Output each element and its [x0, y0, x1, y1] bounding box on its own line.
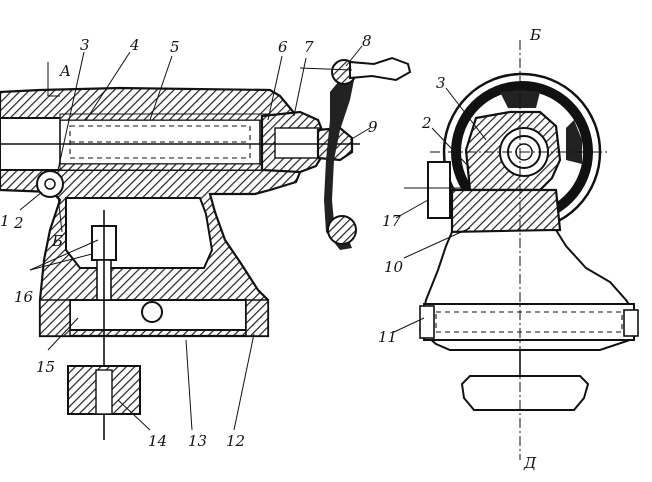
- label-6: 6: [278, 38, 288, 56]
- label-14: 14: [148, 432, 167, 450]
- side-block: [427, 161, 451, 219]
- front-body-top: [450, 188, 562, 234]
- base-foot: [460, 375, 590, 411]
- label-17: 17: [382, 212, 402, 230]
- label-3-left: 3: [80, 36, 90, 54]
- label-2-left: 2: [13, 214, 24, 232]
- label-4: 4: [129, 36, 140, 54]
- label-7: 7: [304, 38, 314, 56]
- base-window: [65, 197, 214, 269]
- label-5: 5: [170, 38, 180, 56]
- label-11: 11: [378, 328, 397, 346]
- callout-labels: A 3 4 5 6 7 8 9 1 2 Б 16 15 14 13 12 Б 3…: [0, 26, 541, 472]
- label-10: 10: [384, 258, 404, 276]
- label-3-right: 3: [436, 74, 446, 92]
- label-8: 8: [362, 32, 372, 50]
- label-15: 15: [36, 358, 55, 376]
- section-mark-a: A: [58, 62, 71, 80]
- section-mark-bottom-right: Д: [523, 454, 537, 472]
- label-2-right: 2: [421, 114, 432, 132]
- right-section-view: [393, 40, 639, 460]
- label-16: 16: [14, 288, 34, 306]
- left-section-view: [0, 45, 412, 440]
- handwheel-rim: [324, 70, 356, 250]
- label-1: 1: [0, 212, 10, 230]
- label-9: 9: [368, 118, 378, 136]
- handle-knob: [349, 56, 412, 82]
- label-b-left: Б: [51, 232, 63, 250]
- label-12: 12: [226, 432, 245, 450]
- label-13: 13: [188, 432, 207, 450]
- section-mark-top-right: Б: [529, 26, 541, 44]
- cross-screw: [423, 303, 635, 341]
- clamp-pin: [141, 301, 163, 323]
